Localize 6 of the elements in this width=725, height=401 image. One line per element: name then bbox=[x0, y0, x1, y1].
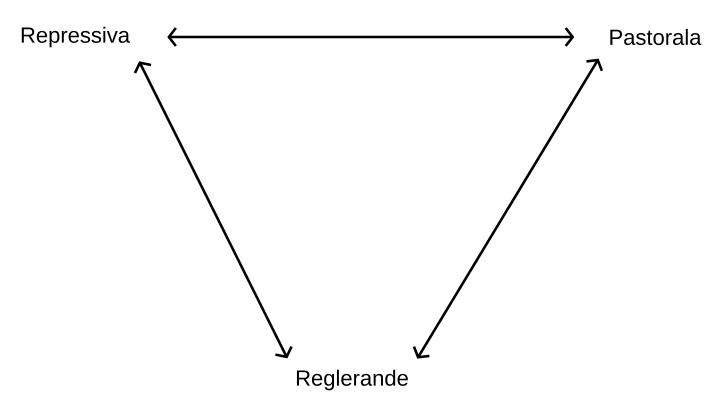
node-label: Pastorala bbox=[610, 28, 702, 46]
double-arrow bbox=[167, 27, 574, 47]
double-arrow bbox=[134, 61, 293, 358]
node-label: Reglerande bbox=[296, 370, 408, 390]
double-arrow bbox=[412, 58, 604, 359]
node-label: Repressiva bbox=[22, 26, 130, 48]
